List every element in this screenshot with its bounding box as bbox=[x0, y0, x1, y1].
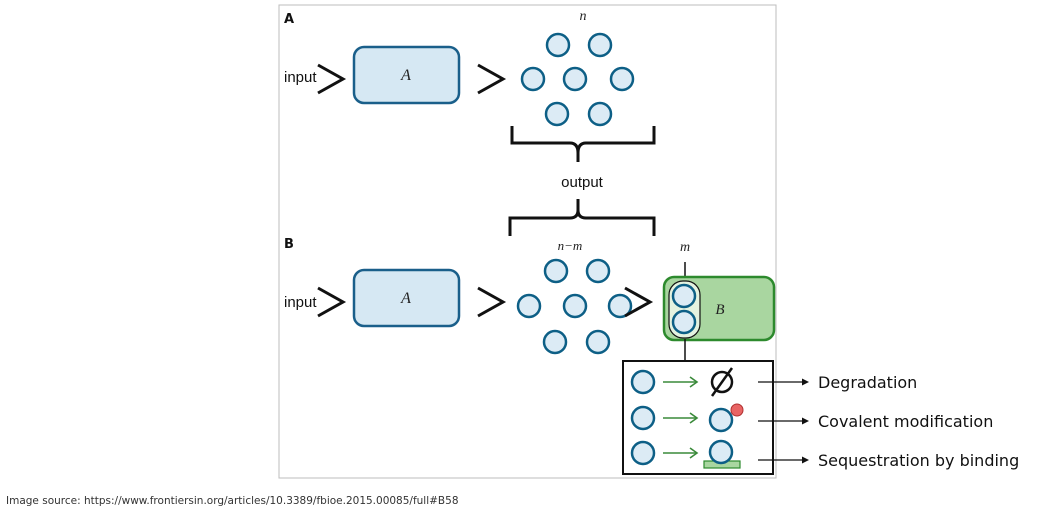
panel-b-binding-chevron bbox=[624, 286, 654, 318]
bound-molecules bbox=[671, 283, 697, 335]
legend-label-sequestration: Sequestration by binding bbox=[818, 451, 1019, 470]
molecule bbox=[520, 66, 546, 92]
panel-a-molecule-count-label: n bbox=[580, 9, 587, 24]
molecule bbox=[544, 101, 570, 127]
molecule bbox=[562, 293, 588, 319]
molecule bbox=[542, 329, 568, 355]
bound-molecule-icon bbox=[703, 439, 741, 469]
panel-a-molecule-cluster bbox=[520, 32, 635, 127]
panel-a-output-brace bbox=[510, 126, 656, 162]
molecule bbox=[585, 329, 611, 355]
arrow-head bbox=[802, 417, 809, 425]
molecule bbox=[562, 66, 588, 92]
module-b-label: B bbox=[715, 302, 724, 318]
arrow-head bbox=[802, 456, 809, 464]
legend-callout-degradation: Degradation bbox=[758, 373, 917, 392]
panel-a-input-chevron bbox=[317, 63, 347, 95]
empty-set-icon bbox=[710, 367, 734, 397]
panel-a-label: A bbox=[284, 12, 294, 27]
molecule bbox=[545, 32, 571, 58]
legend-callout-sequestration: Sequestration by binding bbox=[758, 451, 1019, 470]
molecule bbox=[543, 258, 569, 284]
molecule bbox=[609, 66, 635, 92]
bound-molecule bbox=[671, 283, 697, 309]
arrow-head bbox=[689, 447, 699, 459]
output-label: output bbox=[561, 174, 604, 191]
bound-molecule bbox=[671, 309, 697, 335]
panel-a-output-chevron bbox=[477, 63, 507, 95]
legend-row-modification bbox=[630, 403, 744, 433]
panel-b-free-molecule-cluster bbox=[516, 258, 633, 355]
panel-b-free-count-label: n−m bbox=[558, 238, 583, 253]
legend-callout-modification: Covalent modification bbox=[758, 412, 993, 431]
legend-label-degradation: Degradation bbox=[818, 373, 917, 392]
molecule bbox=[587, 101, 613, 127]
panel-b-input-label: input bbox=[284, 294, 317, 311]
molecule bbox=[516, 293, 542, 319]
arrow-head bbox=[689, 376, 699, 388]
panel-a-input-label: input bbox=[284, 69, 317, 86]
modified-molecule-icon bbox=[708, 403, 744, 433]
panel-b-free-brace bbox=[508, 199, 656, 236]
molecule bbox=[630, 369, 656, 395]
panel-b-module-a-label: A bbox=[400, 290, 411, 307]
molecule bbox=[607, 293, 633, 319]
legend-row-degradation bbox=[630, 367, 734, 397]
panel-b-bound-count-label: m bbox=[680, 240, 690, 255]
molecule bbox=[585, 258, 611, 284]
arrow-head bbox=[689, 412, 699, 424]
image-source-caption: Image source: https://www.frontiersin.or… bbox=[6, 495, 459, 507]
panel-a-module-a bbox=[352, 45, 461, 105]
panel-b-label: B bbox=[284, 237, 294, 252]
legend-label-modification: Covalent modification bbox=[818, 412, 993, 431]
modification-dot bbox=[730, 403, 744, 417]
panel-a-module-a-label: A bbox=[400, 67, 411, 84]
molecule bbox=[630, 405, 656, 431]
panel-b-module-a bbox=[352, 268, 461, 328]
arrow-head bbox=[802, 378, 809, 386]
panel-b-output-chevron bbox=[477, 286, 507, 318]
molecule bbox=[587, 32, 613, 58]
legend-row-sequestration bbox=[630, 439, 741, 469]
molecule bbox=[630, 440, 656, 466]
panel-b-input-chevron bbox=[317, 286, 347, 318]
